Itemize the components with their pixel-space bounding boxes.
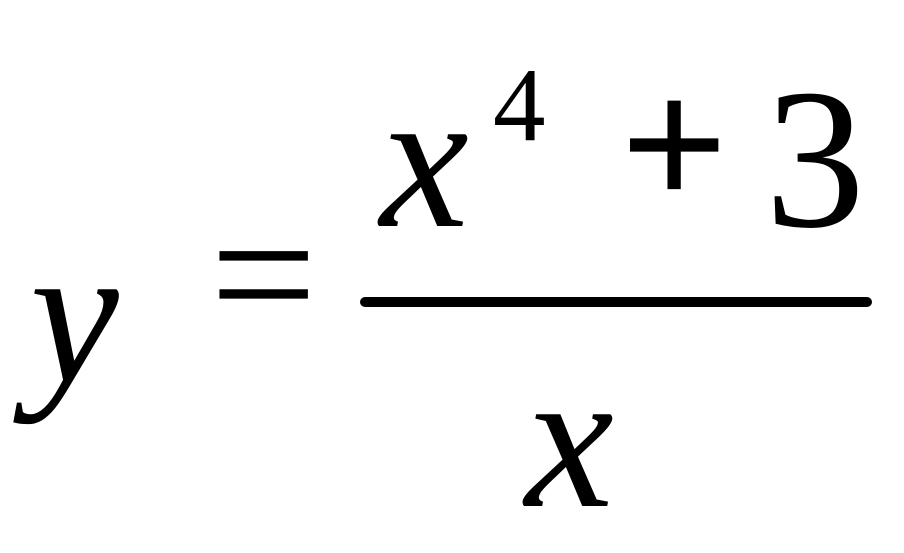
fraction-bar bbox=[360, 297, 872, 307]
denominator-variable-x: x bbox=[525, 329, 614, 550]
numerator-variable-x: x bbox=[380, 49, 469, 270]
equals-sign: = bbox=[210, 170, 318, 380]
plus-sign: + bbox=[620, 40, 729, 250]
constant-3: 3 bbox=[765, 49, 865, 270]
exponent-4: 4 bbox=[493, 46, 546, 163]
variable-y: y bbox=[30, 204, 119, 425]
